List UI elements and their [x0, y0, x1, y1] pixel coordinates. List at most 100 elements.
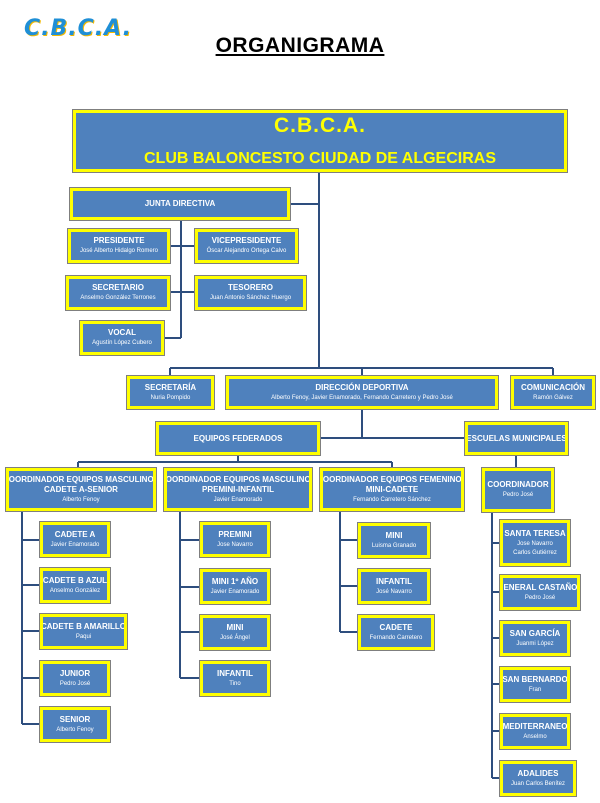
vocal-name: Agustín López Cubero	[92, 340, 152, 347]
secretario-box: SECRETARIO Anselmo González Terrones	[65, 275, 171, 311]
team-role: CADETE B AZUL	[42, 575, 108, 585]
team-role: INFANTIL	[217, 668, 253, 678]
escuela-coach: Jose Navarro	[517, 540, 553, 547]
team-role: SENIOR	[59, 714, 91, 724]
tesorero-name: Juan Antonio Sánchez Huergo	[209, 295, 292, 302]
team-role: INFANTIL	[376, 576, 412, 586]
comunicacion-name: Ramón Gálvez	[533, 394, 573, 401]
team-coach: Javier Enamorado	[50, 541, 100, 548]
team-box: JUNIOR Pedro José	[39, 660, 111, 697]
team-box: CADETE Fernando Carretero	[357, 614, 435, 651]
escuela-name: SAN GARCÍA	[509, 628, 561, 638]
team-coach: Alberto Fenoy	[56, 726, 94, 733]
page-title: ORGANIGRAMA	[215, 34, 385, 57]
club-acronym: C.B.C.A.	[274, 113, 366, 137]
coordinador-escuelas-role: COORDINADOR	[487, 480, 549, 490]
team-coach: Anselmo González	[49, 587, 101, 594]
team-coach: Jose Navarro	[217, 541, 253, 548]
escuela-box: SAN BERNARDO Fran	[499, 666, 571, 703]
escuela-coach: Juan Carlos Benítez	[510, 780, 566, 787]
coordinador-femenino-line2: MINI-CADETE	[365, 484, 419, 494]
escuela-box: MEDITERRANEO Anselmo	[499, 713, 571, 750]
tesorero-box: TESORERO Juan Antonio Sánchez Huergo	[194, 275, 307, 311]
team-role: CADETE A	[54, 529, 96, 539]
club-full-name: CLUB BALONCESTO CIUDAD DE ALGECIRAS	[143, 150, 496, 168]
presidente-role: PRESIDENTE	[93, 236, 145, 246]
team-box: SENIOR Alberto Fenoy	[39, 706, 111, 743]
coordinador-escuelas-box: COORDINADOR Pedro José	[481, 467, 555, 513]
comunicacion-box: COMUNICACIÓN Ramón Gálvez	[510, 375, 596, 410]
direccion-deportiva-role: DIRECCIÓN DEPORTIVA	[315, 382, 409, 392]
escuela-coach: Anselmo	[523, 733, 547, 740]
tesorero-role: TESORERO	[228, 283, 273, 293]
direccion-deportiva-box: DIRECCIÓN DEPORTIVA Alberto Fenoy, Javie…	[225, 375, 499, 410]
escuela-name: MEDITERRANEO	[502, 721, 568, 731]
vocal-role: VOCAL	[108, 328, 136, 338]
comunicacion-role: COMUNICACIÓN	[521, 382, 585, 392]
vicepresidente-role: VICEPRESIDENTE	[211, 236, 282, 246]
team-coach: Tino	[229, 680, 241, 687]
team-box: INFANTIL José Navarro	[357, 568, 431, 605]
coordinador-masculino-premini-line1: COORDINADOR EQUIPOS MASCULINOS	[164, 474, 312, 484]
direccion-deportiva-names: Alberto Fenoy, Javier Enamorado, Fernand…	[271, 394, 453, 401]
team-role: PREMINI	[218, 529, 252, 539]
coordinador-masculino-senior-box: COORDINADOR EQUIPOS MASCULINOS CADETE A-…	[5, 467, 157, 512]
team-coach: Pedro José	[59, 680, 91, 687]
team-coach: José Ángel	[220, 634, 250, 641]
equipos-federados-box: EQUIPOS FEDERADOS	[155, 421, 321, 456]
escuela-box: SAN GARCÍA Juanmi López	[499, 620, 571, 657]
team-box: MINI José Ángel	[199, 614, 271, 651]
team-role: CADETE	[379, 622, 413, 632]
junta-directiva-box: JUNTA DIRECTIVA	[69, 187, 291, 221]
team-box: CADETE A Javier Enamorado	[39, 521, 111, 558]
secretaria-box: SECRETARÍA Nuria Pompido	[126, 375, 215, 410]
team-coach: Paqui	[75, 633, 92, 640]
coordinador-femenino-box: COORDINADOR EQUIPOS FEMENINOS MINI-CADET…	[319, 467, 465, 512]
team-box: INFANTIL Tino	[199, 660, 271, 697]
equipos-federados-label: EQUIPOS FEDERADOS	[193, 433, 283, 443]
club-logo: C.B.C.A.	[24, 16, 132, 41]
escuela-name: SAN BERNARDO	[502, 674, 568, 684]
escuela-box: GENERAL CASTAÑOS Pedro José	[499, 574, 581, 611]
secretario-role: SECRETARIO	[92, 283, 144, 293]
coordinador-masculino-senior-name: Alberto Fenoy	[62, 496, 100, 503]
coordinador-femenino-name: Fernando Carretero Sánchez	[353, 496, 431, 503]
team-role: JUNIOR	[59, 668, 91, 678]
escuela-coach: Pedro José	[524, 594, 556, 601]
team-role: MINI	[385, 530, 403, 540]
team-box: MINI 1º AÑO Javier Enamorado	[199, 568, 271, 605]
escuelas-municipales-label: ESCUELAS MUNICIPALES	[466, 433, 567, 443]
club-main-box: C.B.C.A. CLUB BALONCESTO CIUDAD DE ALGEC…	[72, 109, 568, 173]
coordinador-escuelas-name: Pedro José	[502, 492, 534, 499]
vicepresidente-box: VICEPRESIDENTE Óscar Alejandro Ortega Ca…	[194, 228, 299, 264]
coordinador-masculino-premini-box: COORDINADOR EQUIPOS MASCULINOS PREMINI-I…	[163, 467, 313, 512]
team-coach: José Navarro	[376, 588, 412, 595]
escuela-name: GENERAL CASTAÑOS	[500, 582, 580, 592]
vocal-box: VOCAL Agustín López Cubero	[79, 320, 165, 356]
team-box: PREMINI Jose Navarro	[199, 521, 271, 558]
escuela-coach: Fran	[528, 686, 542, 693]
coordinador-femenino-line1: COORDINADOR EQUIPOS FEMENINOS	[320, 474, 464, 484]
coordinador-masculino-senior-line2: CADETE A-SENIOR	[44, 484, 118, 494]
team-coach: Fernando Carretero	[369, 634, 423, 641]
coordinador-masculino-premini-line2: PREMINI-INFANTIL	[202, 484, 274, 494]
escuela-box: SANTA TERESA Jose Navarro Carlos Gutiérr…	[499, 519, 571, 567]
team-coach: Javier Enamorado	[210, 588, 260, 595]
junta-directiva-label: JUNTA DIRECTIVA	[144, 199, 216, 208]
vicepresidente-name: Óscar Alejandro Ortega Calvo	[206, 248, 287, 255]
secretario-name: Anselmo González Terrones	[80, 295, 156, 302]
coordinador-masculino-premini-name: Javier Enamorado	[213, 496, 263, 503]
escuela-name: SANTA TERESA	[504, 528, 566, 538]
team-box: CADETE B AZUL Anselmo González	[39, 567, 111, 604]
presidente-name: José Alberto Hidalgo Romero	[79, 248, 159, 255]
escuelas-municipales-box: ESCUELAS MUNICIPALES	[464, 421, 569, 456]
coordinador-masculino-senior-line1: COORDINADOR EQUIPOS MASCULINOS	[6, 474, 156, 484]
team-box: CADETE B AMARILLO Paqui	[39, 613, 128, 650]
team-box: MINI Luisma Granado	[357, 522, 431, 559]
escuela-name: ADALIDES	[517, 768, 559, 778]
secretaria-role: SECRETARÍA	[144, 382, 197, 392]
secretaria-name: Nuria Pompido	[150, 394, 191, 401]
escuela-coach: Juanmi López	[516, 640, 554, 647]
team-coach: Luisma Granado	[371, 542, 417, 549]
team-role: MINI 1º AÑO	[211, 576, 259, 586]
